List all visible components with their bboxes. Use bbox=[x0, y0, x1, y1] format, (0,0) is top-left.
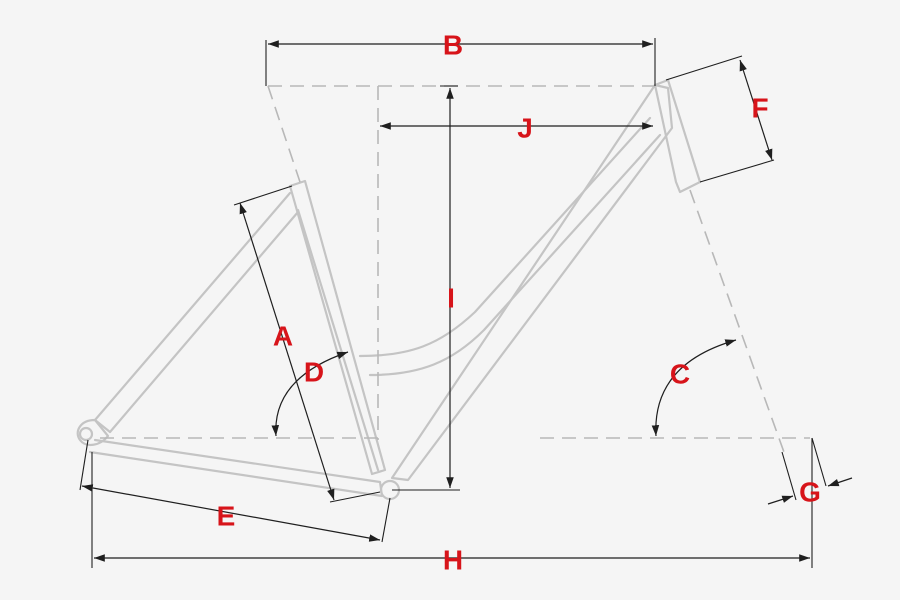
dimension-labels: B J F I A D C E G H bbox=[217, 30, 821, 576]
label-b: B bbox=[443, 30, 463, 61]
seat-stay bbox=[93, 191, 300, 434]
label-d: D bbox=[304, 357, 324, 388]
construction-lines bbox=[100, 85, 810, 456]
label-a: A bbox=[273, 321, 293, 352]
rear-dropout bbox=[76, 418, 110, 446]
label-h: H bbox=[443, 545, 463, 576]
dim-g-arrow-left bbox=[767, 495, 794, 505]
label-g: G bbox=[799, 477, 821, 508]
dim-d-arc bbox=[271, 351, 349, 437]
label-f: F bbox=[751, 93, 768, 124]
label-e: E bbox=[217, 501, 236, 532]
dim-a-line bbox=[239, 202, 335, 501]
rear-axle bbox=[78, 426, 94, 442]
dim-e-line bbox=[81, 484, 381, 542]
dim-f-line bbox=[739, 59, 773, 161]
label-i: I bbox=[447, 283, 455, 314]
label-j: J bbox=[517, 113, 533, 144]
top-tube-lower bbox=[368, 133, 662, 377]
head-tube bbox=[653, 78, 702, 194]
dim-g-arrow-right bbox=[827, 477, 853, 487]
dimension-lines bbox=[81, 40, 853, 562]
bike-frame bbox=[76, 78, 702, 501]
dim-c-arc bbox=[651, 339, 737, 437]
down-tube bbox=[390, 83, 674, 482]
chain-stay bbox=[88, 438, 384, 498]
seat-tube-inner bbox=[296, 208, 380, 472]
top-tube bbox=[358, 116, 652, 358]
seat-tube bbox=[288, 179, 387, 476]
label-c: C bbox=[670, 359, 690, 390]
